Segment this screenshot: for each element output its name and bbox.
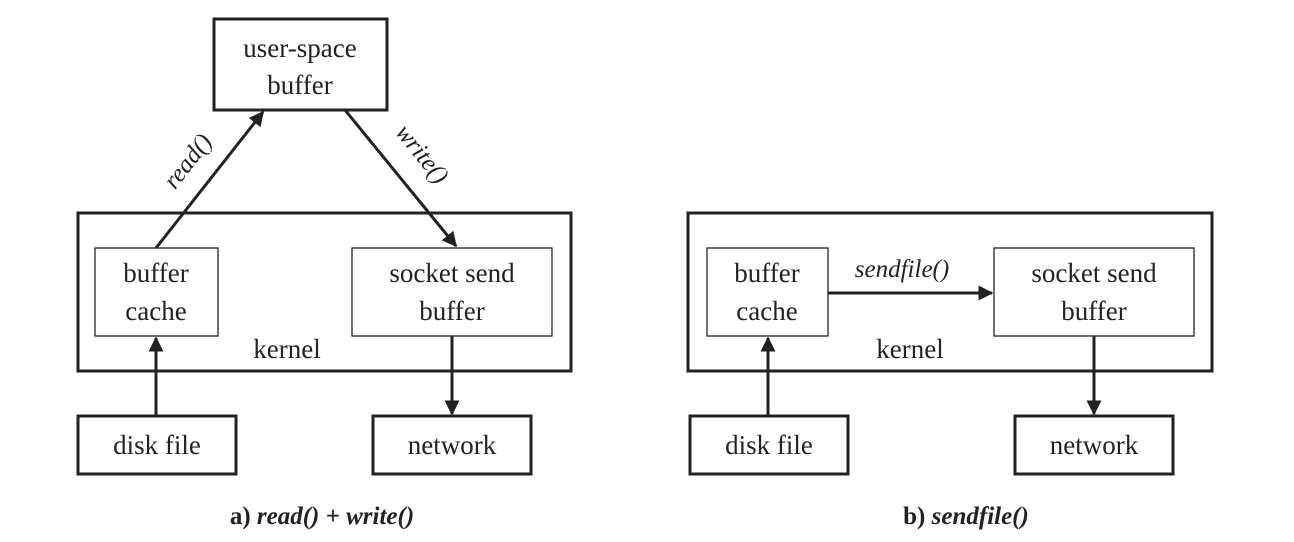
caption-a-prefix: a) — [230, 503, 251, 530]
network-label-b: network — [1050, 430, 1139, 460]
user-space-buffer-label-line2: buffer — [267, 70, 332, 100]
socket-send-buffer-label-line1: socket send — [389, 258, 515, 288]
write-arrow — [343, 109, 458, 248]
disk-file-node-a: disk file — [76, 414, 238, 476]
read-label: read() — [159, 129, 218, 194]
network-node-a: network — [371, 414, 533, 476]
read-arrow — [154, 110, 265, 249]
buffer-cache-label-line2-b: cache — [736, 296, 797, 326]
caption-a: a) read() + write() — [230, 503, 414, 530]
panel-a: user-space buffer buffer cache socket se… — [76, 17, 573, 530]
disk-file-node-b: disk file — [688, 414, 850, 476]
caption-b-func: sendfile() — [931, 503, 1029, 530]
socket-send-buffer-label-line1-b: socket send — [1031, 258, 1157, 288]
disk-file-label-a: disk file — [113, 430, 201, 460]
caption-b: b) sendfile() — [903, 503, 1029, 530]
panel-b: buffer cache socket send buffer kernel d… — [686, 211, 1214, 530]
kernel-label-b: kernel — [876, 334, 943, 364]
socket-send-buffer-label-line2: buffer — [419, 296, 484, 326]
network-node-b: network — [1013, 414, 1175, 476]
caption-a-func: read() + write() — [257, 503, 414, 530]
buffer-cache-label-line1-b: buffer — [734, 258, 799, 288]
sendfile-label: sendfile() — [855, 256, 949, 283]
caption-b-prefix: b) — [903, 503, 925, 530]
disk-file-label-b: disk file — [725, 430, 813, 460]
socket-send-buffer-label-line2-b: buffer — [1061, 296, 1126, 326]
network-label-a: network — [408, 430, 497, 460]
user-space-buffer-label-line1: user-space — [243, 33, 356, 63]
user-space-buffer-node-a: user-space buffer — [212, 17, 389, 112]
buffer-cache-label-line2: cache — [125, 296, 186, 326]
socket-send-buffer-node-b: socket send buffer — [993, 247, 1195, 337]
kernel-label-a: kernel — [253, 334, 320, 364]
buffer-cache-node-b: buffer cache — [706, 247, 829, 337]
socket-send-buffer-node-a: socket send buffer — [351, 247, 553, 337]
buffer-cache-label-line1: buffer — [123, 258, 188, 288]
buffer-cache-node-a: buffer cache — [94, 247, 219, 337]
